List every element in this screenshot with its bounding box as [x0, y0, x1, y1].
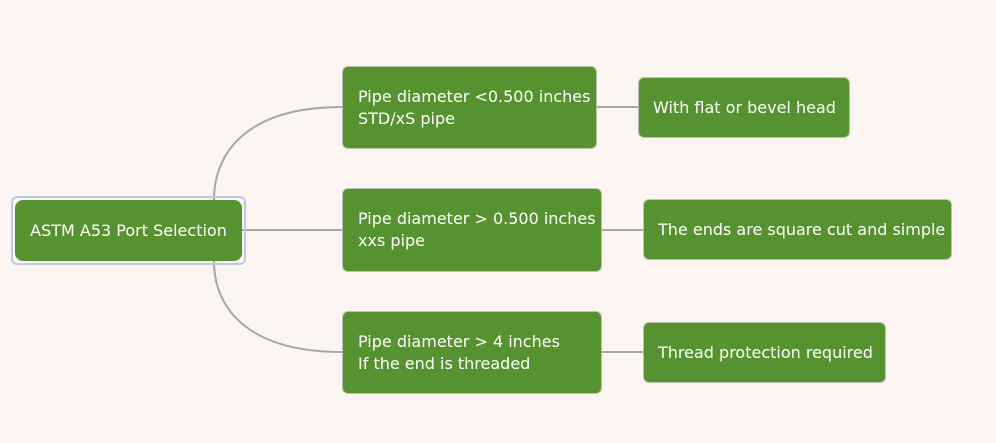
- root-node[interactable]: ASTM A53 Port Selection: [15, 200, 242, 261]
- connector-root-to-branch-3: [213, 260, 343, 353]
- branch-node-1[interactable]: Pipe diameter <0.500 inches STD/xS pipe: [342, 66, 597, 149]
- branch-node-1-line-2: STD/xS pipe: [358, 108, 455, 128]
- branch-node-3-line-1: Pipe diameter > 4 inches: [358, 331, 560, 351]
- result-node-1-label: With flat or bevel head: [653, 97, 836, 117]
- root-node-label: ASTM A53 Port Selection: [30, 220, 227, 240]
- result-node-3-label: Thread protection required: [658, 342, 873, 362]
- branch-node-2-line-2: xxs pipe: [358, 231, 425, 250]
- result-node-1[interactable]: With flat or bevel head: [638, 77, 850, 138]
- result-node-2-label: The ends are square cut and simple: [658, 219, 946, 239]
- branch-node-3-line-2: If the end is threaded: [358, 353, 531, 373]
- connector-root-to-branch-1: [213, 106, 343, 201]
- branch-node-2[interactable]: Pipe diameter > 0.500 inches xxs pipe: [342, 188, 602, 272]
- result-node-3[interactable]: Thread protection required: [643, 322, 886, 383]
- root-selection-outline: [11, 196, 246, 265]
- branch-node-2-line-1: Pipe diameter > 0.500 inches: [358, 209, 596, 228]
- branch-node-1-line-1: Pipe diameter <0.500 inches: [358, 86, 591, 106]
- branch-node-3[interactable]: Pipe diameter > 4 inches If the end is t…: [342, 311, 602, 394]
- result-node-2[interactable]: The ends are square cut and simple: [643, 199, 952, 260]
